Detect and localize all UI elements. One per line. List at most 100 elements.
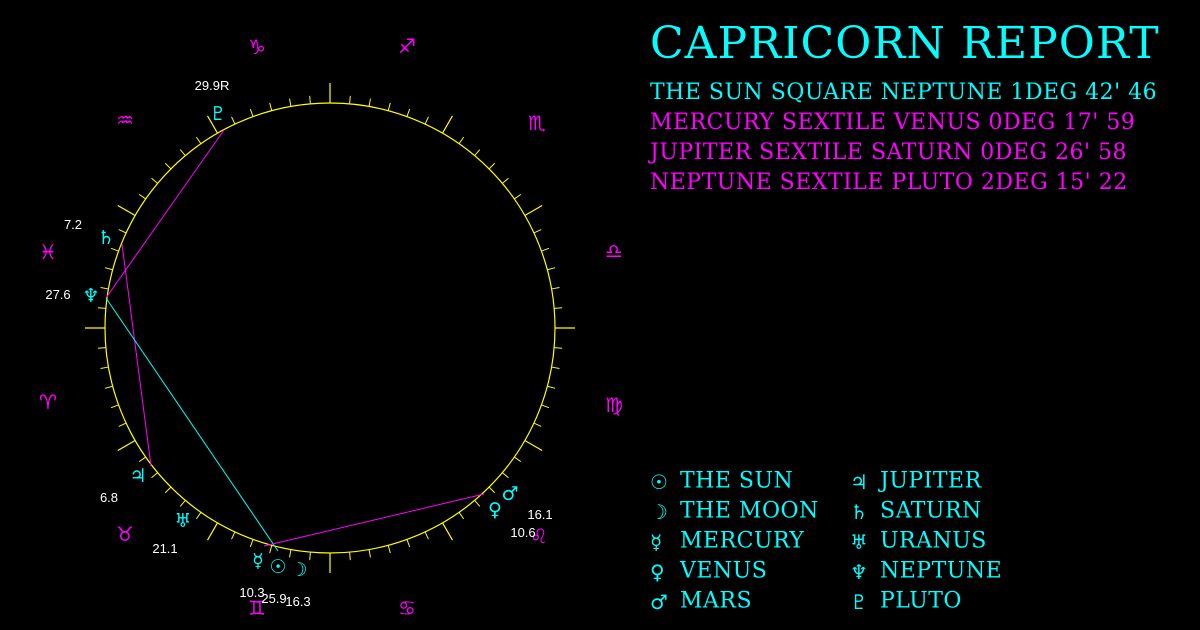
- legend-item-uranus: ♅URANUS: [850, 526, 1002, 556]
- legend-item-jupiter: ♃ JUPITER: [850, 466, 1002, 496]
- wheel-minor-tick: [514, 193, 522, 200]
- wheel-major-tick: [206, 522, 219, 541]
- wheel-minor-tick: [424, 531, 429, 540]
- wheel-minor-tick: [104, 385, 113, 389]
- planet-legend-left: ☉THE SUN ☽THE MOON ☿MERCURY ♀VENUS ♂MARS: [650, 466, 819, 616]
- sagittarius-icon: ♐: [398, 34, 416, 58]
- gemini-icon: ♊: [248, 596, 266, 620]
- wheel-major-tick: [441, 115, 454, 134]
- wheel-minor-tick: [349, 552, 351, 561]
- pluto-icon: ♇: [850, 589, 868, 614]
- legend-item-saturn: ♄SATURN: [850, 496, 1002, 526]
- legend-label: THE MOON: [680, 498, 819, 524]
- natal-chart-wheel: ♑ ♐ ♏ ♎ ♍ ♌ ♋ ♊ ♉ ♈ ♓ ♒ ♇ ♄ ♆ ♃ ♅ ☿ ☉ ☽ …: [39, 34, 623, 620]
- wheel-minor-tick: [488, 162, 496, 170]
- aspect-item: NEPTUNE SEXTILE PLUTO 2DEG 15' 22: [650, 170, 1128, 195]
- wheel-minor-tick: [547, 267, 556, 271]
- mars-icon: ♂: [650, 589, 668, 614]
- legend-item-neptune: ♆NEPTUNE: [850, 556, 1002, 586]
- legend-item-venus: ♀ VENUS: [650, 556, 819, 586]
- venus-degree: 10.6: [510, 525, 535, 540]
- wheel-minor-tick: [110, 404, 119, 409]
- legend-label: JUPITER: [880, 468, 982, 494]
- wheel-minor-tick: [541, 404, 550, 409]
- wheel-minor-tick: [458, 136, 465, 144]
- zodiac-signs: ♑ ♐ ♏ ♎ ♍ ♌ ♋ ♊ ♉ ♈ ♓ ♒: [39, 34, 623, 620]
- legend-item-mercury: ☿MERCURY: [650, 526, 819, 556]
- wheel-minor-tick: [406, 539, 411, 548]
- cancer-icon: ♋: [398, 596, 416, 620]
- aspect-list: THE SUN SQUARE NEPTUNE 1DEG 42' 46 MERCU…: [650, 78, 1157, 198]
- legend-item-moon: ☽ THE MOON: [650, 496, 819, 526]
- sun-marker-icon: ☉: [269, 556, 286, 578]
- wheel-minor-tick: [474, 149, 481, 156]
- wheel-minor-tick: [368, 549, 371, 558]
- wheel-major-tick: [524, 204, 543, 217]
- wheel-minor-tick: [551, 287, 560, 290]
- wheel-minor-tick: [533, 229, 542, 234]
- aspect-line-mercury-venus: [263, 493, 485, 547]
- pluto-marker-icon: ♇: [209, 103, 226, 125]
- wheel-minor-tick: [164, 486, 172, 494]
- legend-label: THE SUN: [680, 468, 794, 494]
- wheel-minor-tick: [118, 229, 127, 234]
- saturn-degree: 7.2: [64, 217, 82, 232]
- wheel-minor-tick: [309, 552, 311, 561]
- wheel-minor-tick: [349, 95, 351, 104]
- pisces-icon: ♓: [39, 240, 57, 264]
- venus-icon: ♀: [650, 559, 665, 584]
- wheel-ticks: [85, 83, 575, 573]
- legend-label: MERCURY: [680, 528, 805, 554]
- wheel-minor-tick: [179, 149, 186, 156]
- capricorn-icon: ♑: [248, 35, 266, 59]
- wheel-minor-tick: [551, 366, 560, 369]
- aspect-line-sun-neptune: [105, 297, 279, 552]
- taurus-icon: ♉: [116, 522, 134, 546]
- aspect-line-neptune-pluto: [105, 129, 225, 299]
- wheel-minor-tick: [289, 98, 292, 107]
- wheel-minor-tick: [514, 456, 522, 463]
- wheel-minor-tick: [110, 247, 119, 252]
- wheel-minor-tick: [458, 512, 465, 520]
- neptune-marker-icon: ♆: [82, 285, 99, 307]
- wheel-major-tick: [117, 439, 136, 452]
- aspect-item: THE SUN SQUARE NEPTUNE 1DEG 42' 46: [650, 80, 1158, 105]
- wheel-minor-tick: [269, 102, 273, 111]
- moon-icon: ☽: [650, 499, 668, 524]
- virgo-icon: ♍: [605, 393, 623, 417]
- wheel-minor-tick: [488, 486, 496, 494]
- uranus-marker-icon: ♅: [174, 510, 191, 532]
- wheel-minor-tick: [97, 347, 106, 349]
- planet-legend-right: ♃ JUPITER ♄SATURN ♅URANUS ♆NEPTUNE ♇ PLUTO: [850, 466, 1002, 616]
- jupiter-icon: ♃: [850, 469, 868, 494]
- wheel-minor-tick: [387, 102, 391, 111]
- mars-marker-icon: ♂: [501, 483, 518, 505]
- wheel-minor-tick: [387, 545, 391, 554]
- uranus-degree: 21.1: [152, 541, 177, 556]
- wheel-minor-tick: [151, 177, 158, 184]
- wheel-major-tick: [441, 522, 454, 541]
- wheel-minor-tick: [424, 116, 429, 125]
- legend-label: VENUS: [680, 558, 768, 584]
- wheel-circle: [104, 102, 556, 554]
- wheel-minor-tick: [104, 267, 113, 271]
- wheel-minor-tick: [100, 287, 109, 290]
- legend-item-pluto: ♇ PLUTO: [850, 586, 1002, 616]
- wheel-minor-tick: [269, 545, 273, 554]
- mercury-degree: 10.3: [239, 585, 264, 600]
- wheel-minor-tick: [138, 456, 146, 463]
- wheel-minor-tick: [406, 108, 411, 117]
- wheel-minor-tick: [502, 472, 509, 479]
- legend-item-sun: ☉THE SUN: [650, 466, 819, 496]
- pluto-degree: 29.9R: [195, 78, 230, 93]
- wheel-minor-tick: [100, 366, 109, 369]
- legend-label: PLUTO: [880, 588, 962, 614]
- wheel-minor-tick: [502, 177, 509, 184]
- wheel-major-tick: [524, 439, 543, 452]
- aspect-item: MERCURY SEXTILE VENUS 0DEG 17' 59: [650, 110, 1136, 135]
- venus-marker-icon: ♀: [488, 499, 502, 521]
- planet-degrees: 29.9R 7.2 27.6 6.8 21.1 10.3 25.9 16.3 1…: [45, 78, 552, 609]
- libra-icon: ♎: [605, 239, 623, 263]
- wheel-major-tick: [206, 115, 219, 134]
- report-title: CAPRICORN REPORT: [650, 18, 1160, 69]
